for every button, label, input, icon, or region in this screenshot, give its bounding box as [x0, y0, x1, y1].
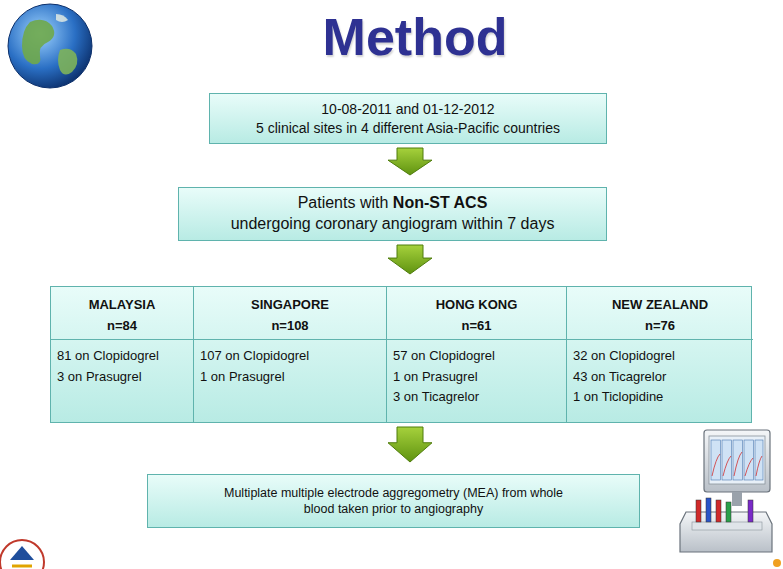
table-column: SINGAPOREn=108107 on Clopidogrel1 on Pra… [193, 287, 386, 422]
globe-icon [8, 4, 92, 88]
column-header: MALAYSIAn=84 [51, 287, 193, 340]
block-arrow [388, 427, 432, 462]
column-body: 57 on Clopidogrel1 on Prasugrel3 on Tica… [387, 340, 566, 412]
box-text: 10-08-2011 and 01-12-2012 [321, 101, 494, 117]
table-cell: 43 on Ticagrelor [573, 367, 749, 388]
table-cell: 57 on Clopidogrel [393, 346, 562, 367]
process-box: Multiplate multiple electrode aggregomet… [147, 474, 640, 528]
block-arrow [388, 245, 432, 274]
text-line: Patients withNon-ST ACS [298, 193, 488, 214]
column-body: 32 on Clopidogrel43 on Ticagrelor1 on Ti… [567, 340, 753, 412]
column-header: HONG KONGn=61 [387, 287, 566, 340]
multiplate-device [680, 430, 781, 567]
slide-title: Method [180, 8, 650, 68]
table-cell: 1 on Prasugrel [200, 367, 382, 388]
text-line: 5 clinical sites in 4 different Asia-Pac… [256, 119, 560, 137]
column-header: SINGAPOREn=108 [194, 287, 386, 340]
table-cell: SINGAPORE [194, 294, 386, 315]
table-cell: 107 on Clopidogrel [200, 346, 382, 367]
box-text: Patients with [298, 194, 389, 211]
table-cell: 1 on Ticlopidine [573, 387, 749, 408]
process-box: Patients withNon-ST ACSundergoing corona… [178, 187, 607, 241]
table-column: MALAYSIAn=8481 on Clopidogrel3 on Prasug… [51, 287, 193, 422]
table-cell: n=84 [51, 315, 193, 336]
block-arrow [388, 148, 432, 175]
table-cell: 81 on Clopidogrel [57, 346, 189, 367]
box-text: Non-ST ACS [393, 194, 488, 211]
table-cell: NEW ZEALAND [567, 294, 753, 315]
box-text: 5 clinical sites in 4 different Asia-Pac… [256, 120, 560, 136]
box-text: Multiplate multiple electrode aggregomet… [224, 486, 563, 516]
text-line: 10-08-2011 and 01-12-2012 [321, 100, 494, 118]
table-cell: 32 on Clopidogrel [573, 346, 749, 367]
table-cell: MALAYSIA [51, 294, 193, 315]
column-body: 81 on Clopidogrel3 on Prasugrel [51, 340, 193, 391]
logo-emblem [0, 540, 44, 569]
table-column: NEW ZEALANDn=7632 on Clopidogrel43 on Ti… [566, 287, 753, 422]
box-text: undergoing coronary angiogram within 7 d… [231, 215, 555, 232]
text-line: Multiplate multiple electrode aggregomet… [219, 485, 569, 518]
table-cell: 3 on Ticagrelor [393, 387, 562, 408]
table-cell: n=76 [567, 315, 753, 336]
column-body: 107 on Clopidogrel1 on Prasugrel [194, 340, 386, 391]
table-cell: n=61 [387, 315, 566, 336]
text-line: undergoing coronary angiogram within 7 d… [231, 214, 555, 235]
table-column: HONG KONGn=6157 on Clopidogrel1 on Prasu… [386, 287, 566, 422]
site-table: MALAYSIAn=8481 on Clopidogrel3 on Prasug… [50, 286, 752, 423]
table-cell: 3 on Prasugrel [57, 367, 189, 388]
table-cell: HONG KONG [387, 294, 566, 315]
process-box: 10-08-2011 and 01-12-2012 5 clinical site… [209, 93, 607, 144]
column-header: NEW ZEALANDn=76 [567, 287, 753, 340]
table-cell: 1 on Prasugrel [393, 367, 562, 388]
table-cell: n=108 [194, 315, 386, 336]
